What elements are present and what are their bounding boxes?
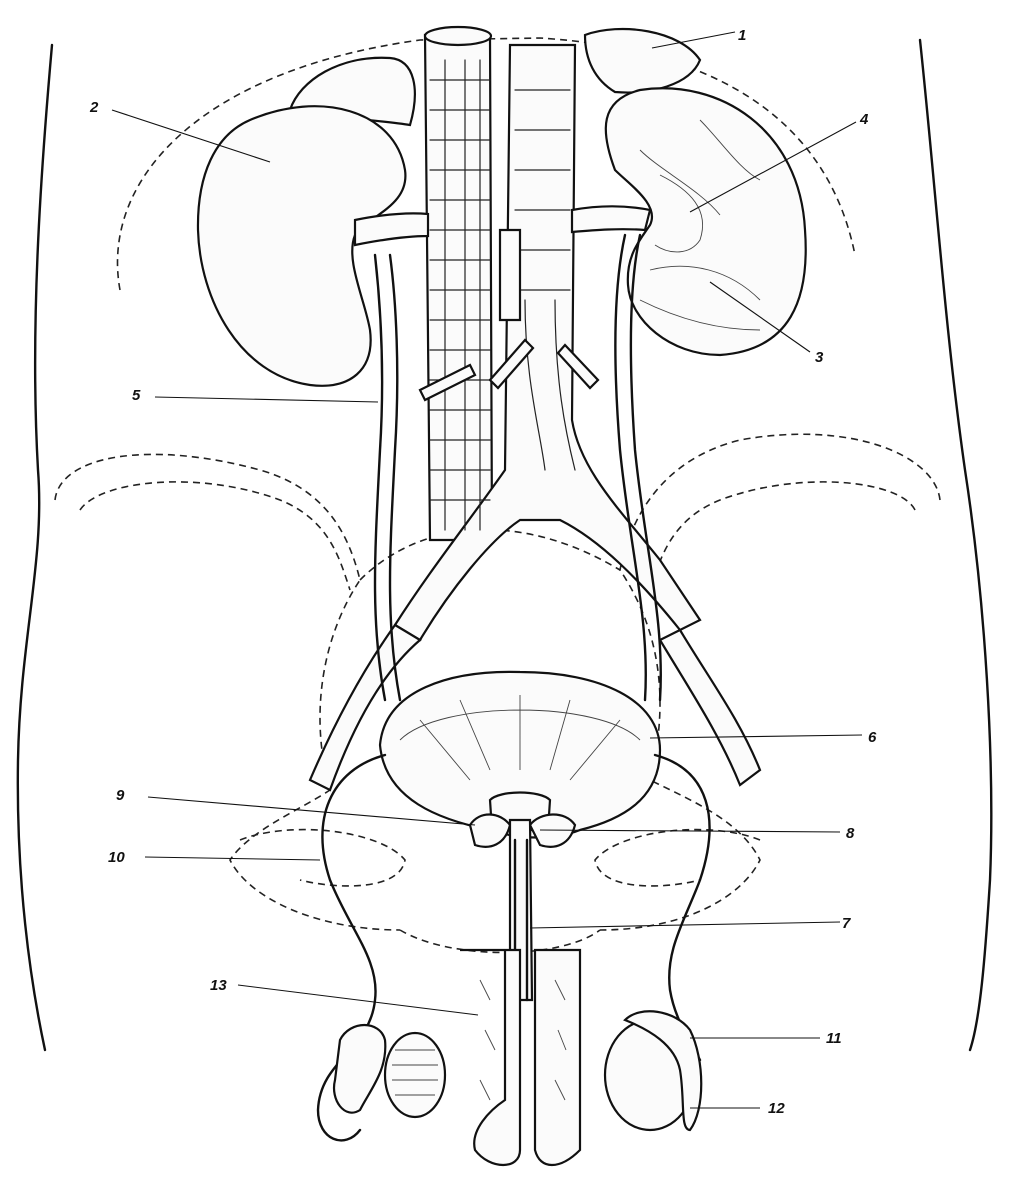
label-3: 3 <box>815 349 824 366</box>
label-11: 11 <box>826 1030 842 1047</box>
label-8: 8 <box>846 825 855 842</box>
testes <box>332 1010 703 1132</box>
kidneys <box>196 87 807 387</box>
label-9: 9 <box>116 787 125 804</box>
adrenal-glands <box>288 27 702 127</box>
label-1: 1 <box>738 27 746 44</box>
number-labels: 1 2 3 4 5 6 7 8 9 10 11 12 13 <box>89 27 877 1117</box>
label-12: 12 <box>768 1100 785 1117</box>
label-2: 2 <box>89 99 99 116</box>
renal-vessels <box>353 205 652 402</box>
urinary-bladder <box>378 670 662 839</box>
label-7: 7 <box>842 915 851 932</box>
label-5: 5 <box>132 387 141 404</box>
great-vessels <box>308 25 762 792</box>
ureters <box>373 233 662 702</box>
label-10: 10 <box>108 849 125 866</box>
penis <box>460 948 582 1166</box>
prostate-urethra <box>468 813 577 1002</box>
label-13: 13 <box>210 977 227 994</box>
label-6: 6 <box>868 729 877 746</box>
leader-lines <box>111 31 863 1109</box>
label-4: 4 <box>859 111 869 128</box>
body-outline <box>16 38 993 1052</box>
